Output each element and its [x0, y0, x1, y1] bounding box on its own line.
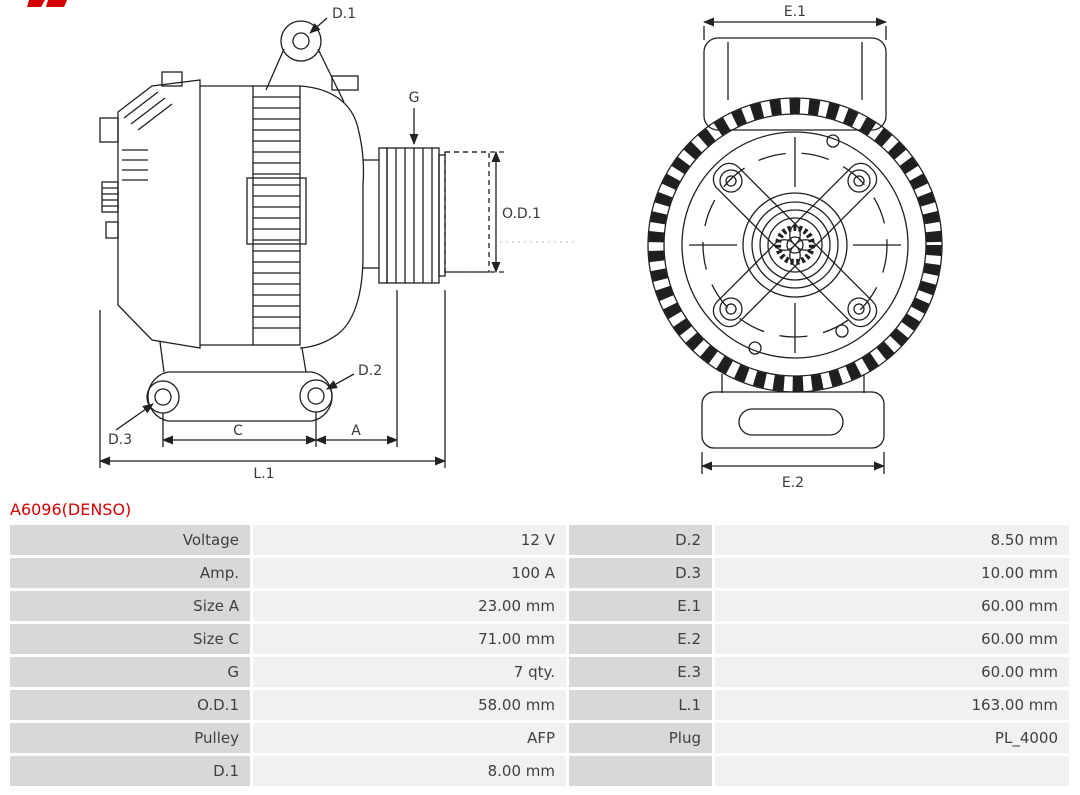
ear-hole-inner	[292, 32, 310, 50]
dim-label-e1: E.1	[784, 4, 806, 20]
spec-value-cell: 60.00 mm	[715, 657, 1069, 687]
spec-value-cell: 8.50 mm	[715, 525, 1069, 555]
dim-label-d3: D.3	[108, 432, 132, 448]
spec-label-cell: Size A	[10, 591, 250, 621]
dim-label-l1: L.1	[253, 466, 274, 482]
spec-value-cell: 60.00 mm	[715, 591, 1069, 621]
spec-value-cell: 7 qty.	[253, 657, 566, 687]
spec-label-cell: Pulley	[10, 723, 250, 753]
spec-label-cell: O.D.1	[10, 690, 250, 720]
spec-label-cell: E.3	[569, 657, 712, 687]
dim-label-od1: O.D.1	[502, 206, 541, 222]
dim-label-g: G	[409, 90, 420, 106]
spec-value-cell: 8.00 mm	[253, 756, 566, 786]
spec-value-cell: 163.00 mm	[715, 690, 1069, 720]
spec-label-cell: L.1	[569, 690, 712, 720]
spec-value-cell: 10.00 mm	[715, 558, 1069, 588]
alternator-side-view: D.1 G O.D.1 D.2 D.3 C A L.1	[99, 6, 578, 482]
logo-fragment	[27, 0, 67, 7]
spec-value-cell: PL_4000	[715, 723, 1069, 753]
spec-label-cell: Voltage	[10, 525, 250, 555]
spec-value-cell: 60.00 mm	[715, 624, 1069, 654]
spec-label-cell: G	[10, 657, 250, 687]
spec-label-cell	[569, 756, 712, 786]
alternator-front-view: E.1 E.2	[647, 4, 943, 491]
spec-value-cell: AFP	[253, 723, 566, 753]
spec-label-cell: D.1	[10, 756, 250, 786]
ear-hole-outer	[280, 20, 322, 62]
spec-value-cell: 71.00 mm	[253, 624, 566, 654]
dim-label-c: C	[233, 423, 243, 439]
spec-value-cell	[715, 756, 1069, 786]
spec-label-cell: Amp.	[10, 558, 250, 588]
spec-value-cell: 12 V	[253, 525, 566, 555]
dim-label-e2: E.2	[782, 475, 804, 491]
dim-label-d2: D.2	[358, 363, 382, 379]
spec-label-cell: E.1	[569, 591, 712, 621]
dim-label-d1: D.1	[332, 6, 356, 22]
spec-label-cell: Plug	[569, 723, 712, 753]
dim-label-a: A	[351, 423, 361, 439]
spec-label-cell: D.2	[569, 525, 712, 555]
part-number: A6096(DENSO)	[10, 500, 132, 519]
technical-diagram: D.1 G O.D.1 D.2 D.3 C A L.1	[27, 0, 943, 491]
spec-label-cell: E.2	[569, 624, 712, 654]
spec-value-cell: 23.00 mm	[253, 591, 566, 621]
spec-label-cell: Size C	[10, 624, 250, 654]
spec-value-cell: 58.00 mm	[253, 690, 566, 720]
spec-label-cell: D.3	[569, 558, 712, 588]
spec-value-cell: 100 A	[253, 558, 566, 588]
spec-table: Voltage 12 V D.2 8.50 mm Amp. 100 A D.3 …	[10, 525, 1069, 786]
